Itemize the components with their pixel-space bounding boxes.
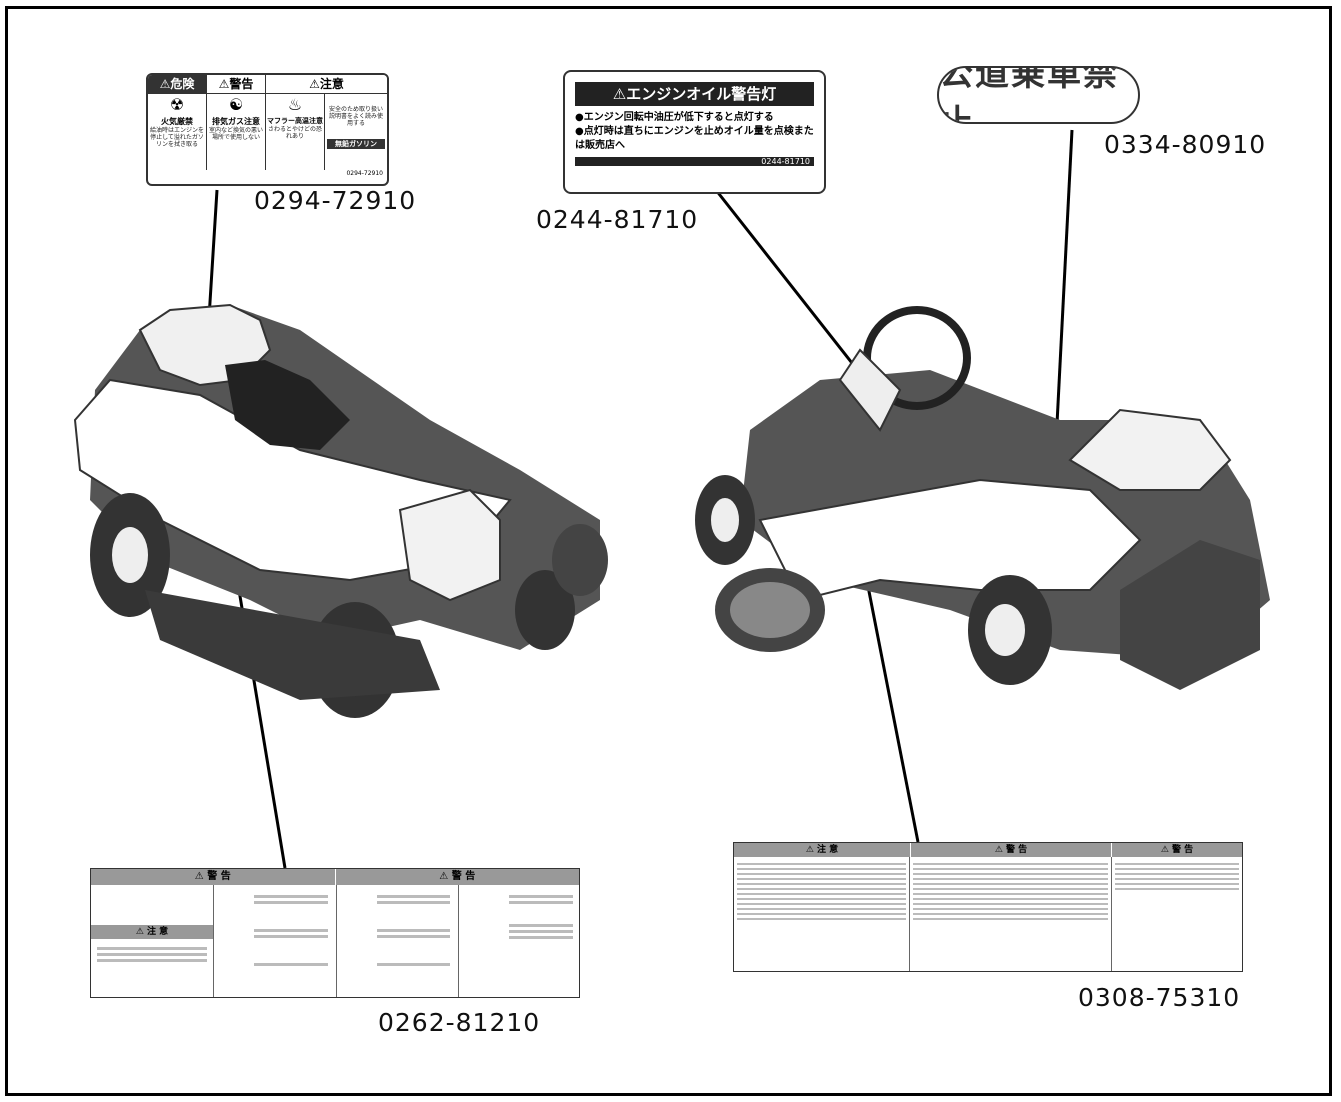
- col3-text: さわるとやけどの恐れあり: [267, 126, 322, 140]
- fire-icon: ☢: [169, 95, 185, 114]
- part-number-right-deck: 0308-75310: [1078, 983, 1241, 1012]
- col1-text: 給油時はエンジンを停止して溢れたガソリンを拭き取る: [149, 127, 204, 148]
- left-deck-caution: ⚠ 注 意: [91, 925, 213, 939]
- warning-header: ⚠警告: [206, 75, 265, 93]
- right-deck-label: ⚠ 注 意 ⚠ 警 告 ⚠ 警 告: [733, 842, 1243, 972]
- hot-surface-icon: ♨: [287, 95, 303, 114]
- left-mower-illustration: [73, 303, 608, 718]
- oil-warning-label: ⚠エンジンオイル警告灯 ●エンジン回転中油圧が低下すると点灯する ●点灯時は直ち…: [563, 70, 826, 194]
- fuel-type: 無鉛ガソリン: [327, 139, 385, 149]
- left-deck-label: ⚠ 警 告 ⚠ 警 告 ⚠ 注 意: [90, 868, 580, 998]
- part-number-danger: 0294-72910: [254, 186, 417, 215]
- gas-icon: ☯: [228, 95, 244, 114]
- part-number-oil: 0244-81710: [536, 205, 699, 234]
- right-deck-header-warning2: ⚠ 警 告: [1111, 843, 1242, 857]
- road-prohibition-label: 公道乗車禁止: [937, 66, 1140, 124]
- leader-line-road: [1053, 129, 1074, 464]
- oil-label-line1: ●エンジン回転中油圧が低下すると点灯する: [575, 112, 774, 123]
- col1-title: 火気厳禁: [161, 117, 193, 126]
- road-label-text: 公道乗車禁止: [939, 66, 1119, 124]
- danger-header: ⚠危険: [148, 75, 206, 93]
- oil-label-code: 0244-81710: [575, 157, 814, 166]
- left-deck-header-right: ⚠ 警 告: [334, 869, 579, 885]
- col4-text: 安全のため取り扱い説明書をよく読み使用する: [328, 106, 383, 127]
- right-deck-header-caution: ⚠ 注 意: [734, 843, 910, 857]
- col2-title: 排気ガス注意: [212, 117, 260, 126]
- left-deck-header-left: ⚠ 警 告: [91, 869, 335, 885]
- right-deck-header-warning: ⚠ 警 告: [910, 843, 1111, 857]
- part-number-road: 0334-80910: [1104, 130, 1267, 159]
- caution-header: ⚠注意: [265, 75, 387, 93]
- page-frame: [5, 6, 1332, 1096]
- col3-title: マフラー高温注意: [267, 117, 323, 125]
- oil-label-title: ⚠エンジンオイル警告灯: [575, 82, 814, 106]
- danger-label-code: 0294-72910: [346, 170, 383, 177]
- right-mower-illustration: [695, 306, 1270, 690]
- col2-text: 室内など換気の悪い場所で使用しない: [208, 127, 263, 141]
- part-number-left-deck: 0262-81210: [378, 1008, 541, 1037]
- danger-label: ⚠危険 ⚠警告 ⚠注意 ☢ 火気厳禁 給油時はエンジンを停止して溢れたガソリンを…: [146, 73, 389, 186]
- oil-label-line2: ●点灯時は直ちにエンジンを止めオイル量を点検または販売店へ: [575, 126, 814, 151]
